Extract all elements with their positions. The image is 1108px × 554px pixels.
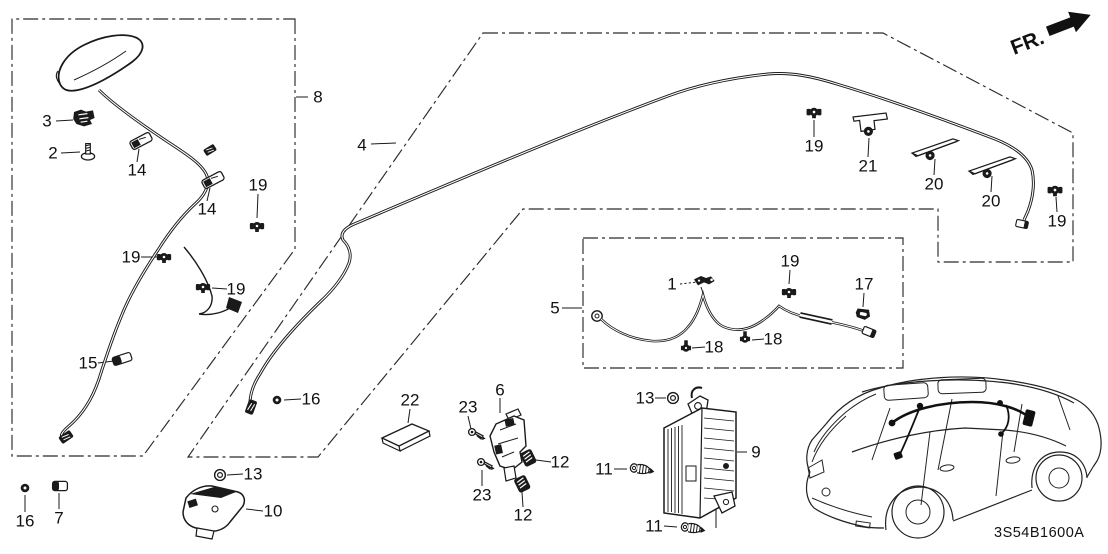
part-11-screw: [680, 521, 706, 536]
fr-label: FR.: [1008, 26, 1048, 60]
car-location-sketch: [805, 376, 1102, 539]
part-13-nut: [213, 468, 227, 482]
part-17-connector: [854, 307, 872, 321]
main-feeder-cable-drawing: [244, 72, 1063, 416]
region-8-boundary: [11, 18, 296, 457]
unit-ribs: [667, 425, 683, 514]
rear-wheel: [891, 485, 945, 539]
antenna-pigtail: [183, 246, 235, 316]
bracket-6-body: [489, 415, 527, 471]
part-13-nut: [666, 391, 680, 405]
antenna-assembly-drawing: [55, 34, 265, 445]
part-19-clip: [195, 282, 211, 293]
feeder-lower-connector: [244, 398, 258, 416]
car-silhouette: [806, 376, 1102, 473]
amplifier-unit-drawing: [629, 386, 737, 536]
front-wheel-arch: [1031, 451, 1088, 489]
bracket-10-body: [182, 485, 246, 532]
region-boundaries: [11, 18, 1074, 458]
bracket-6-hook: [503, 465, 517, 482]
part-7-clip: [51, 480, 69, 492]
region-4-boundary: [186, 32, 1074, 458]
feeder-rear-connector: [1014, 218, 1030, 230]
exhaust: [855, 520, 871, 529]
part-19-clip: [781, 287, 797, 298]
harness-connectors: [888, 400, 1036, 460]
door-handle: [939, 464, 955, 472]
fr-direction-arrow: FR.: [1008, 11, 1091, 60]
part-16-grommet: [272, 395, 282, 405]
sunroof-rear: [937, 377, 987, 395]
sub-feeder-box-drawing: [591, 276, 877, 352]
leader-lines: [24, 96, 1058, 528]
fr-arrow-icon: [1045, 11, 1091, 36]
part-19-clip: [156, 252, 172, 263]
part-16-grommet: [20, 483, 30, 493]
diagram-code: 3S54B1600A: [994, 525, 1085, 541]
rear-emblem: [821, 487, 831, 497]
bracket-10-drawing: [20, 468, 246, 540]
pigtail-connector: [226, 297, 242, 313]
part-19-clip: [1047, 185, 1063, 197]
part-1-connector: [694, 276, 715, 286]
tail-lamp: [807, 459, 825, 479]
part-20-strip: [910, 137, 962, 165]
front-wheel: [1035, 454, 1083, 502]
bracket-6-drawing: [467, 408, 538, 494]
part-11-screw: [629, 462, 655, 477]
part-23-screw: [467, 427, 487, 441]
sunroof: [883, 382, 929, 401]
part-20-strip: [967, 155, 1019, 183]
part-23-screw: [476, 457, 496, 471]
antenna-cable-end-connector: [57, 429, 75, 445]
beltline: [851, 427, 1067, 453]
ring-terminal: [591, 310, 603, 322]
shark-fin-antenna: [57, 34, 144, 92]
part-18-clip: [680, 340, 692, 352]
part-18-clip: [739, 331, 751, 343]
part-21-bracket: [852, 112, 889, 137]
inline-connector: [202, 143, 218, 157]
part-2-bolt: [80, 142, 96, 161]
part-19-clip: [249, 221, 265, 232]
part-14-clip: [128, 131, 154, 151]
door-handle: [1005, 456, 1021, 464]
unit-bracket-foot: [713, 491, 736, 514]
part-15-clip: [111, 351, 134, 367]
part-3-nut: [72, 108, 96, 128]
sub-feeder-end-connector: [861, 325, 877, 339]
pad-22-drawing: [380, 423, 431, 453]
rear-window: [813, 393, 877, 453]
roof-harness: [891, 400, 1031, 457]
part-12-clip: [518, 447, 538, 468]
part-19-clip: [806, 107, 822, 119]
rear-wheel-arch: [885, 486, 954, 531]
region-5-boundary: [582, 237, 904, 369]
